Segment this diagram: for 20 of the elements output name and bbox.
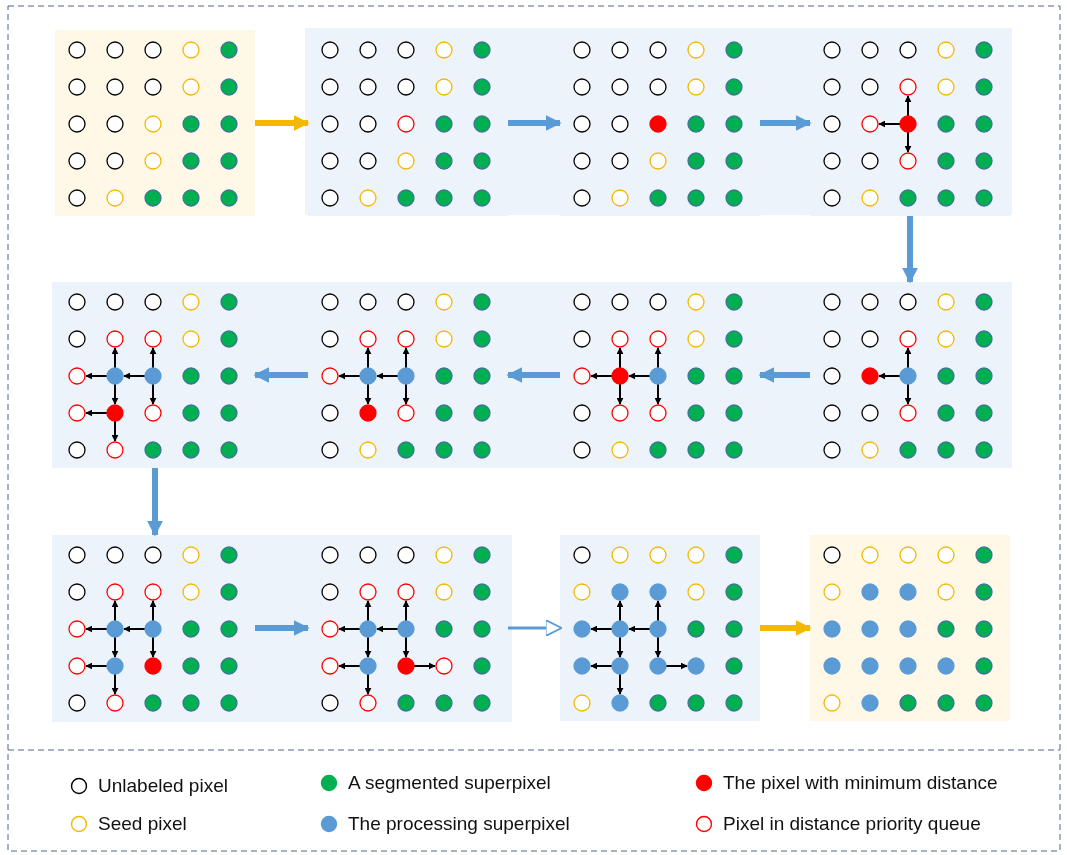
arrow bbox=[147, 468, 163, 537]
pixel-grid-panel bbox=[560, 535, 760, 721]
arrow bbox=[508, 619, 563, 637]
arrow bbox=[506, 367, 560, 383]
arrow bbox=[758, 367, 810, 383]
arrow bbox=[255, 620, 310, 636]
arrow bbox=[760, 620, 812, 636]
arrow bbox=[508, 115, 562, 131]
arrow bbox=[255, 115, 310, 131]
legend-label: Pixel in distance priority queue bbox=[723, 813, 981, 835]
pixel-grid-panel bbox=[55, 30, 255, 216]
legend-label: A segmented superpixel bbox=[348, 772, 551, 794]
legend-label: Unlabeled pixel bbox=[98, 775, 228, 797]
arrow bbox=[253, 367, 308, 383]
arrow bbox=[760, 115, 812, 131]
legend-label: The pixel with minimum distance bbox=[723, 772, 998, 794]
pixel-grid-panel bbox=[810, 535, 1010, 721]
arrow bbox=[902, 216, 918, 284]
legend-label: Seed pixel bbox=[98, 813, 187, 835]
legend-label: The processing superpixel bbox=[348, 813, 570, 835]
